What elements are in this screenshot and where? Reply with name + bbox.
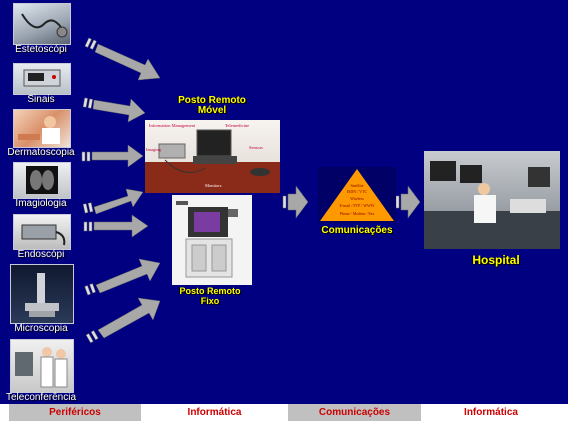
peripheral-label-teleconference: Teleconferência bbox=[5, 392, 77, 403]
bottom-tab-perifericos: Periféricos bbox=[9, 404, 141, 421]
arrow-signals bbox=[82, 97, 146, 123]
imaging-thumbnail bbox=[13, 162, 71, 199]
teleconference-thumbnail bbox=[10, 339, 74, 393]
arrow-dermatoscopy bbox=[81, 144, 144, 168]
peripheral-label-imaging: Imagiologia bbox=[15, 198, 67, 209]
peripheral-label-microscopy: Microscopia bbox=[14, 323, 68, 334]
peripheral-label-stethoscope: Estetoscópi bbox=[15, 44, 67, 55]
hospital-image bbox=[424, 151, 560, 249]
comm-item-1: ISDN / VTC bbox=[346, 189, 368, 194]
peripheral-label-endoscopy: Endoscópi bbox=[17, 249, 65, 260]
arrow-imaging bbox=[82, 188, 144, 215]
tag-imaging: Imaging bbox=[146, 147, 161, 152]
hospital-title: Hospital bbox=[472, 253, 520, 267]
triangle-icon bbox=[320, 169, 394, 221]
bottom-tab-informatica-2: Informática bbox=[421, 404, 561, 421]
tag-sensors: Sensors bbox=[249, 145, 264, 150]
laptop-kit-icon bbox=[145, 129, 280, 193]
comm-item-2: Wireless bbox=[350, 196, 364, 201]
arrow-teleconference bbox=[85, 297, 161, 344]
tag-monitors: Monitors bbox=[205, 183, 222, 188]
flow-arrows bbox=[81, 37, 421, 344]
arrow-stations-to-comms bbox=[282, 185, 309, 219]
peripheral-label-signals: Sinais bbox=[27, 94, 55, 105]
arrow-microscopy bbox=[84, 258, 161, 296]
communications-title: Comunicações bbox=[321, 225, 393, 236]
microscopy-thumbnail bbox=[10, 264, 74, 324]
fixed-station-title: Posto Remoto Fixo bbox=[179, 286, 241, 306]
comm-item-4: Phone / Modem / Fax bbox=[339, 211, 375, 216]
microscope-icon bbox=[25, 273, 59, 317]
arrow-endoscopy bbox=[83, 214, 149, 238]
person-examination-icon bbox=[18, 116, 60, 144]
arrow-comms-to-hospital bbox=[395, 185, 421, 219]
endoscope-icon bbox=[21, 224, 66, 246]
xray-icon bbox=[26, 166, 58, 194]
comm-item-3: E-mail / FTP / WWW bbox=[339, 203, 375, 208]
control-room-icon bbox=[424, 161, 560, 249]
arrow-stethoscope bbox=[84, 37, 161, 81]
tag-telemedicine: Telemedicine bbox=[225, 123, 250, 128]
bottom-tab-informatica-1: Informática bbox=[141, 404, 288, 421]
monitor-device-icon bbox=[23, 69, 61, 87]
peripheral-label-dermatoscopy: Dermatoscopia bbox=[7, 147, 75, 158]
signals-thumbnail bbox=[13, 63, 71, 95]
people-icon bbox=[15, 347, 68, 388]
dermatoscopy-thumbnail bbox=[13, 109, 71, 148]
mobile-station-title: Posto Remoto Móvel bbox=[178, 95, 246, 116]
comm-item-0: Satellite bbox=[350, 183, 364, 188]
stethoscope-thumbnail bbox=[13, 3, 71, 45]
tag-information-management: Information Management bbox=[149, 123, 196, 128]
mobile-station-image: Information Management Telemedicine Imag… bbox=[145, 120, 280, 193]
endoscopy-thumbnail bbox=[13, 214, 71, 250]
fixed-station-image bbox=[172, 195, 252, 285]
workstation-cart-icon bbox=[176, 201, 238, 278]
stethoscope-icon bbox=[21, 13, 68, 38]
bottom-tab-comunicacoes: Comunicações bbox=[288, 404, 421, 421]
communications-image: Satellite ISDN / VTC Wireless E-mail / F… bbox=[318, 167, 396, 223]
